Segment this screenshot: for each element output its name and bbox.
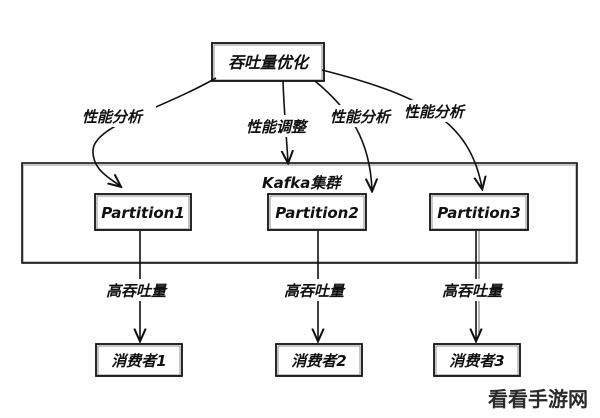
svg-text:消费者1: 消费者1 (111, 352, 166, 370)
edge-bottom-label-3: 高吞吐量 (440, 279, 516, 301)
cluster-label: Kafka集群 (262, 174, 343, 192)
edge-root-partition2 (314, 80, 372, 190)
svg-text:消费者3: 消费者3 (449, 352, 504, 370)
svg-text:高吞吐量: 高吞吐量 (284, 282, 346, 300)
svg-text:Partition2: Partition2 (275, 204, 359, 222)
root-node: 吞吐量优化 (211, 42, 325, 82)
edge-label-3: 性能分析 (328, 105, 404, 127)
partition-1: Partition1 (94, 193, 192, 231)
svg-text:消费者2: 消费者2 (291, 352, 346, 370)
edge-bottom-label-1: 高吞吐量 (104, 279, 180, 301)
edge-bottom-label-2: 高吞吐量 (282, 279, 358, 301)
svg-text:性能分析: 性能分析 (330, 108, 392, 126)
svg-text:高吞吐量: 高吞吐量 (442, 282, 504, 300)
edge-root-partition3 (321, 69, 482, 188)
consumer-3: 消费者3 (433, 343, 521, 377)
svg-text:性能调整: 性能调整 (246, 118, 309, 136)
edge-label-2: 性能调整 (244, 115, 322, 137)
svg-text:Partition1: Partition1 (101, 204, 185, 222)
watermark-text: 看看手游网 (488, 387, 588, 411)
edge-root-partition1 (92, 77, 217, 186)
partition-2: Partition2 (267, 193, 367, 231)
svg-text:Partition3: Partition3 (437, 204, 521, 222)
edge-label-1: 性能分析 (80, 105, 156, 127)
kafka-cluster (21, 162, 578, 264)
root-label: 吞吐量优化 (228, 53, 311, 72)
svg-text:性能分析: 性能分析 (404, 103, 466, 121)
edge-label-4: 性能分析 (402, 100, 478, 122)
consumer-1: 消费者1 (95, 343, 183, 377)
consumer-2: 消费者2 (275, 343, 363, 377)
svg-text:高吞吐量: 高吞吐量 (106, 282, 168, 300)
svg-text:性能分析: 性能分析 (82, 108, 144, 126)
partition-3: Partition3 (429, 193, 529, 231)
